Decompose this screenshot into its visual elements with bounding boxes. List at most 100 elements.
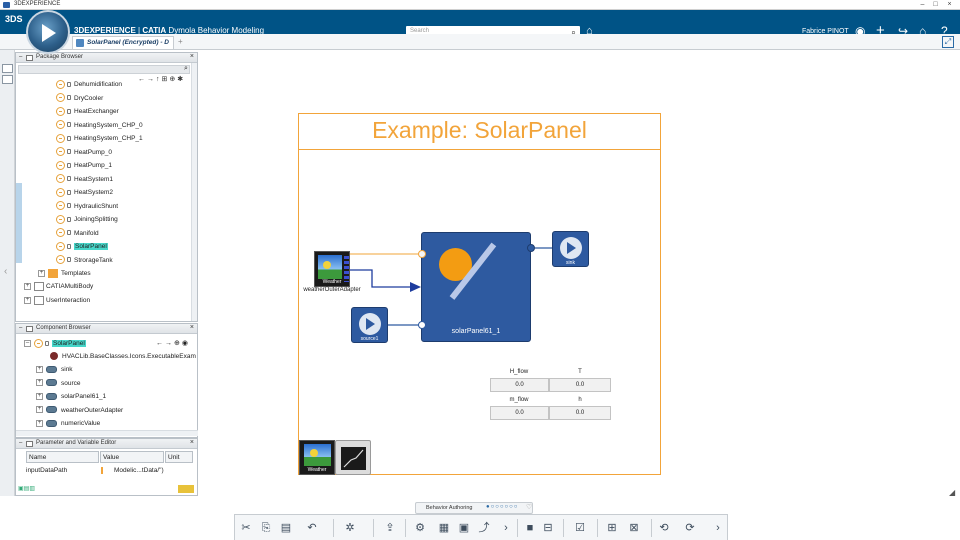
plot-icon[interactable]: ⤴ (478, 522, 490, 534)
param-warning-icon[interactable] (178, 485, 194, 493)
minimize-panel-icon[interactable]: – (19, 54, 23, 60)
tree-item-solarpanel[interactable]: SolarPanel (56, 240, 108, 253)
column-unit[interactable]: Unit (165, 451, 193, 463)
copy-icon[interactable]: ⎘ (261, 522, 271, 534)
fluid-port-a-icon[interactable] (418, 321, 426, 329)
connect-icon[interactable]: ⚙ (415, 522, 425, 534)
maximize-button[interactable]: □ (933, 1, 938, 8)
collapse-icon[interactable]: – (24, 339, 31, 347)
column-name[interactable]: Name (26, 451, 99, 463)
tree-item-joiningsplitting[interactable]: JoiningSplitting (56, 213, 118, 226)
package-nav-icons[interactable]: ←→↑⊞⊕✱ (138, 76, 186, 83)
close-panel-icon[interactable]: × (189, 324, 194, 331)
model-check-icon[interactable]: ▦ (438, 522, 450, 534)
expand-icon[interactable]: + (36, 406, 43, 414)
share-icon[interactable]: ↪ (898, 24, 909, 38)
package-filter-input[interactable] (18, 65, 190, 74)
solar-panel-block[interactable]: solarPanel61_1 (421, 232, 531, 342)
fluid-port-b-icon[interactable] (527, 244, 535, 252)
package-scrollbar[interactable] (191, 63, 197, 321)
component-item-numericvalue[interactable]: +numericValue (36, 417, 100, 430)
step-icon[interactable]: ⊟ (543, 522, 553, 534)
component-item-weatherouteradapter[interactable]: +weatherOuterAdapter (36, 404, 123, 417)
close-panel-icon[interactable]: × (189, 53, 194, 60)
column-value[interactable]: Value (100, 451, 164, 463)
table-cell[interactable]: 0.0 (549, 378, 611, 392)
tree-item-heatsystem2[interactable]: HeatSystem2 (56, 186, 113, 199)
expand-icon[interactable]: + (24, 296, 31, 304)
tree-item-heatpump_1[interactable]: HeatPump_1 (56, 159, 112, 172)
param-value[interactable]: Modelic...tData/") (114, 467, 164, 474)
simulate-icon[interactable]: ▣ (458, 522, 470, 534)
check-icon[interactable]: ☑ (575, 522, 585, 534)
search-icon[interactable]: ⌕ (570, 27, 576, 37)
tree-item-stroragetank[interactable]: StrorageTank (56, 254, 113, 267)
component-hscrollbar[interactable] (16, 430, 198, 436)
expand-icon[interactable]: + (36, 365, 43, 373)
minimize-panel-icon[interactable]: – (19, 325, 23, 331)
tree-item-manifold[interactable]: Manifold (56, 227, 99, 240)
expand-icon[interactable]: ⤢ (942, 36, 954, 48)
export-icon[interactable]: ⇪ (385, 522, 395, 534)
component-item-solarpanel61_1[interactable]: +solarPanel61_1 (36, 390, 106, 403)
home-icon[interactable]: ⌂ (919, 24, 927, 38)
compass-button[interactable] (26, 10, 70, 54)
weather-adapter-block[interactable]: Weather (314, 251, 350, 287)
add-icon[interactable]: + (876, 22, 885, 39)
expand-icon[interactable]: + (24, 282, 31, 290)
param-row[interactable]: inputDataPath Modelic...tData/") (26, 464, 194, 477)
tree-item-heatingsystem_chp_1[interactable]: HeatingSystem_CHP_1 (56, 132, 143, 145)
table-cell[interactable]: 0.0 (549, 406, 611, 420)
expand-icon[interactable]: + (38, 269, 45, 277)
component-root[interactable]: –SolarPanel (24, 337, 86, 350)
sink-block[interactable]: sink (552, 231, 589, 267)
tree-item-catiamultibody[interactable]: +CATIAMultiBody (24, 280, 93, 293)
expand-icon[interactable]: + (36, 379, 43, 387)
table-cell[interactable]: 0.0 (490, 378, 549, 392)
align-icon[interactable]: ⊠ (629, 522, 639, 534)
transform-icon[interactable]: ⟲ (659, 522, 669, 534)
expand-icon[interactable]: + (36, 419, 43, 427)
component-nav-icons[interactable]: ←→⊕◉ (156, 340, 190, 347)
collapse-arrow-icon[interactable]: ‹ (4, 266, 8, 277)
tree-item-templates[interactable]: +Templates (38, 267, 91, 280)
next-icon[interactable]: › (716, 522, 720, 534)
minimize-panel-icon[interactable]: – (19, 440, 23, 446)
component-item-source[interactable]: +source (36, 377, 81, 390)
tab-document[interactable]: SolarPanel (Encrypted) - D (72, 36, 174, 49)
stop-icon[interactable]: ■ (526, 522, 534, 534)
page-dots-icon[interactable]: ●○○○○○○ (486, 504, 519, 510)
tree-item-heatsystem1[interactable]: HeatSystem1 (56, 173, 113, 186)
close-window-button[interactable]: × (947, 1, 952, 8)
search-icon[interactable]: ⌕ (184, 65, 188, 72)
undo-icon[interactable]: ↶ (307, 522, 317, 534)
add-tab-button[interactable]: + (178, 37, 183, 46)
expand-icon[interactable]: + (36, 392, 43, 400)
more-icon[interactable]: › (504, 522, 508, 534)
settings-icon[interactable]: ✲ (345, 522, 355, 534)
weather-icon-block[interactable]: Weather (299, 440, 335, 475)
layout-icon[interactable]: ⊞ (607, 522, 617, 534)
tree-item-hydraulicshunt[interactable]: HydraulicShunt (56, 200, 118, 213)
source-block[interactable]: source1 (351, 307, 388, 343)
param-tool-icons[interactable]: ▣▤▥ (18, 486, 36, 492)
tree-item-heatexchanger[interactable]: HeatExchanger (56, 105, 119, 118)
minimize-button[interactable]: – (920, 1, 925, 8)
resize-handle-icon[interactable]: ◢ (949, 488, 956, 497)
refresh-icon[interactable]: ⟳ (685, 522, 695, 534)
component-class[interactable]: HVACLib.BaseClasses.Icons.ExecutableExam (50, 350, 196, 363)
close-panel-icon[interactable]: × (189, 439, 194, 446)
tree-item-heatpump_0[interactable]: HeatPump_0 (56, 146, 112, 159)
favorite-icon[interactable]: ♡ (526, 504, 533, 511)
user-name[interactable]: Fabrice PINOT (802, 28, 849, 35)
cut-icon[interactable]: ✂ (241, 522, 251, 534)
paste-icon[interactable]: ▤ (280, 522, 292, 534)
tree-panel-icon[interactable] (2, 64, 13, 73)
tree-item-heatingsystem_chp_0[interactable]: HeatingSystem_CHP_0 (56, 119, 143, 132)
component-item-sink[interactable]: +sink (36, 363, 73, 376)
folder-panel-icon[interactable] (2, 75, 13, 84)
help-icon[interactable]: ? (941, 24, 948, 38)
numeric-value-block[interactable] (335, 440, 371, 475)
user-avatar-icon[interactable]: ◉ (855, 24, 866, 38)
section-tab[interactable]: Behavior Authoring ●○○○○○○ ♡ (415, 502, 533, 514)
